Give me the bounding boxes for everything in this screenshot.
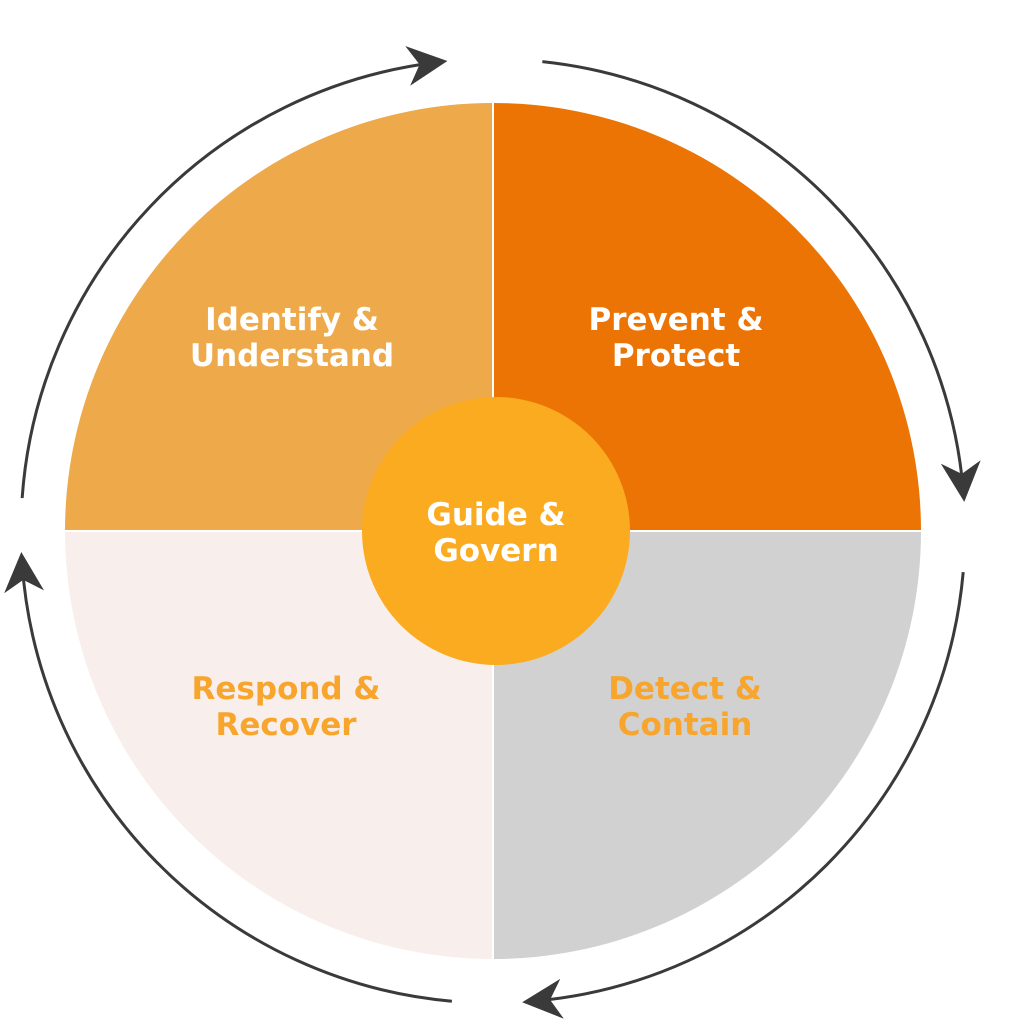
arrow-prevent-to-detect	[542, 60, 981, 502]
label-identify: Identify & Understand	[189, 302, 395, 374]
label-respond: Respond & Recover	[191, 671, 381, 743]
quadrant-identify	[65, 103, 493, 531]
quadrant-detect	[493, 531, 921, 959]
label-center: Guide & Govern	[426, 497, 566, 569]
arrow-respond-to-identify	[4, 551, 452, 1003]
label-detect: Detect & Contain	[608, 671, 762, 743]
quadrant-respond	[65, 531, 493, 959]
arrow-detect-to-respond	[522, 572, 965, 1019]
label-prevent: Prevent & Protect	[588, 302, 764, 374]
arrow-identify-to-prevent	[20, 46, 448, 499]
center-circle	[362, 397, 630, 665]
quadrant-prevent	[493, 103, 921, 531]
